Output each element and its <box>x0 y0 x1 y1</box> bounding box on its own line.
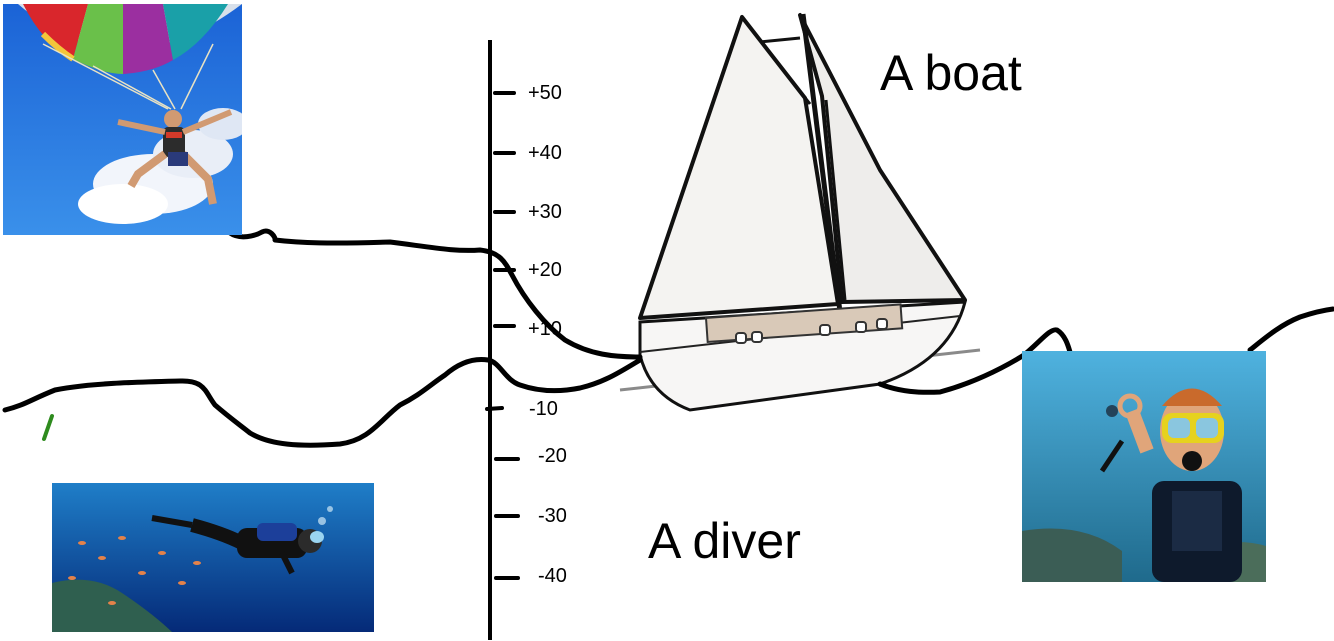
lower-curve <box>2 357 643 448</box>
tick-label: +20 <box>528 259 562 281</box>
diver-label: A diver <box>648 513 801 569</box>
parasail-photo <box>3 4 242 235</box>
tick-label: +30 <box>528 201 562 223</box>
tick-label: +40 <box>528 142 562 164</box>
tick-label: +50 <box>528 82 562 104</box>
axis-ticks <box>485 91 520 580</box>
upper-curve <box>202 197 643 360</box>
tick-label: -20 <box>538 445 567 467</box>
right-curve-end <box>1247 306 1334 353</box>
diver-reef-photo <box>52 483 374 632</box>
tick-label: -30 <box>538 505 567 527</box>
diver-ok-photo <box>1022 351 1266 582</box>
tick-label: +10 <box>528 318 562 340</box>
tick-label: -40 <box>538 565 567 587</box>
boat-label: A boat <box>880 45 1022 101</box>
green-mark <box>42 414 54 441</box>
tick-mark <box>485 406 504 411</box>
tick-label: -10 <box>529 398 558 420</box>
